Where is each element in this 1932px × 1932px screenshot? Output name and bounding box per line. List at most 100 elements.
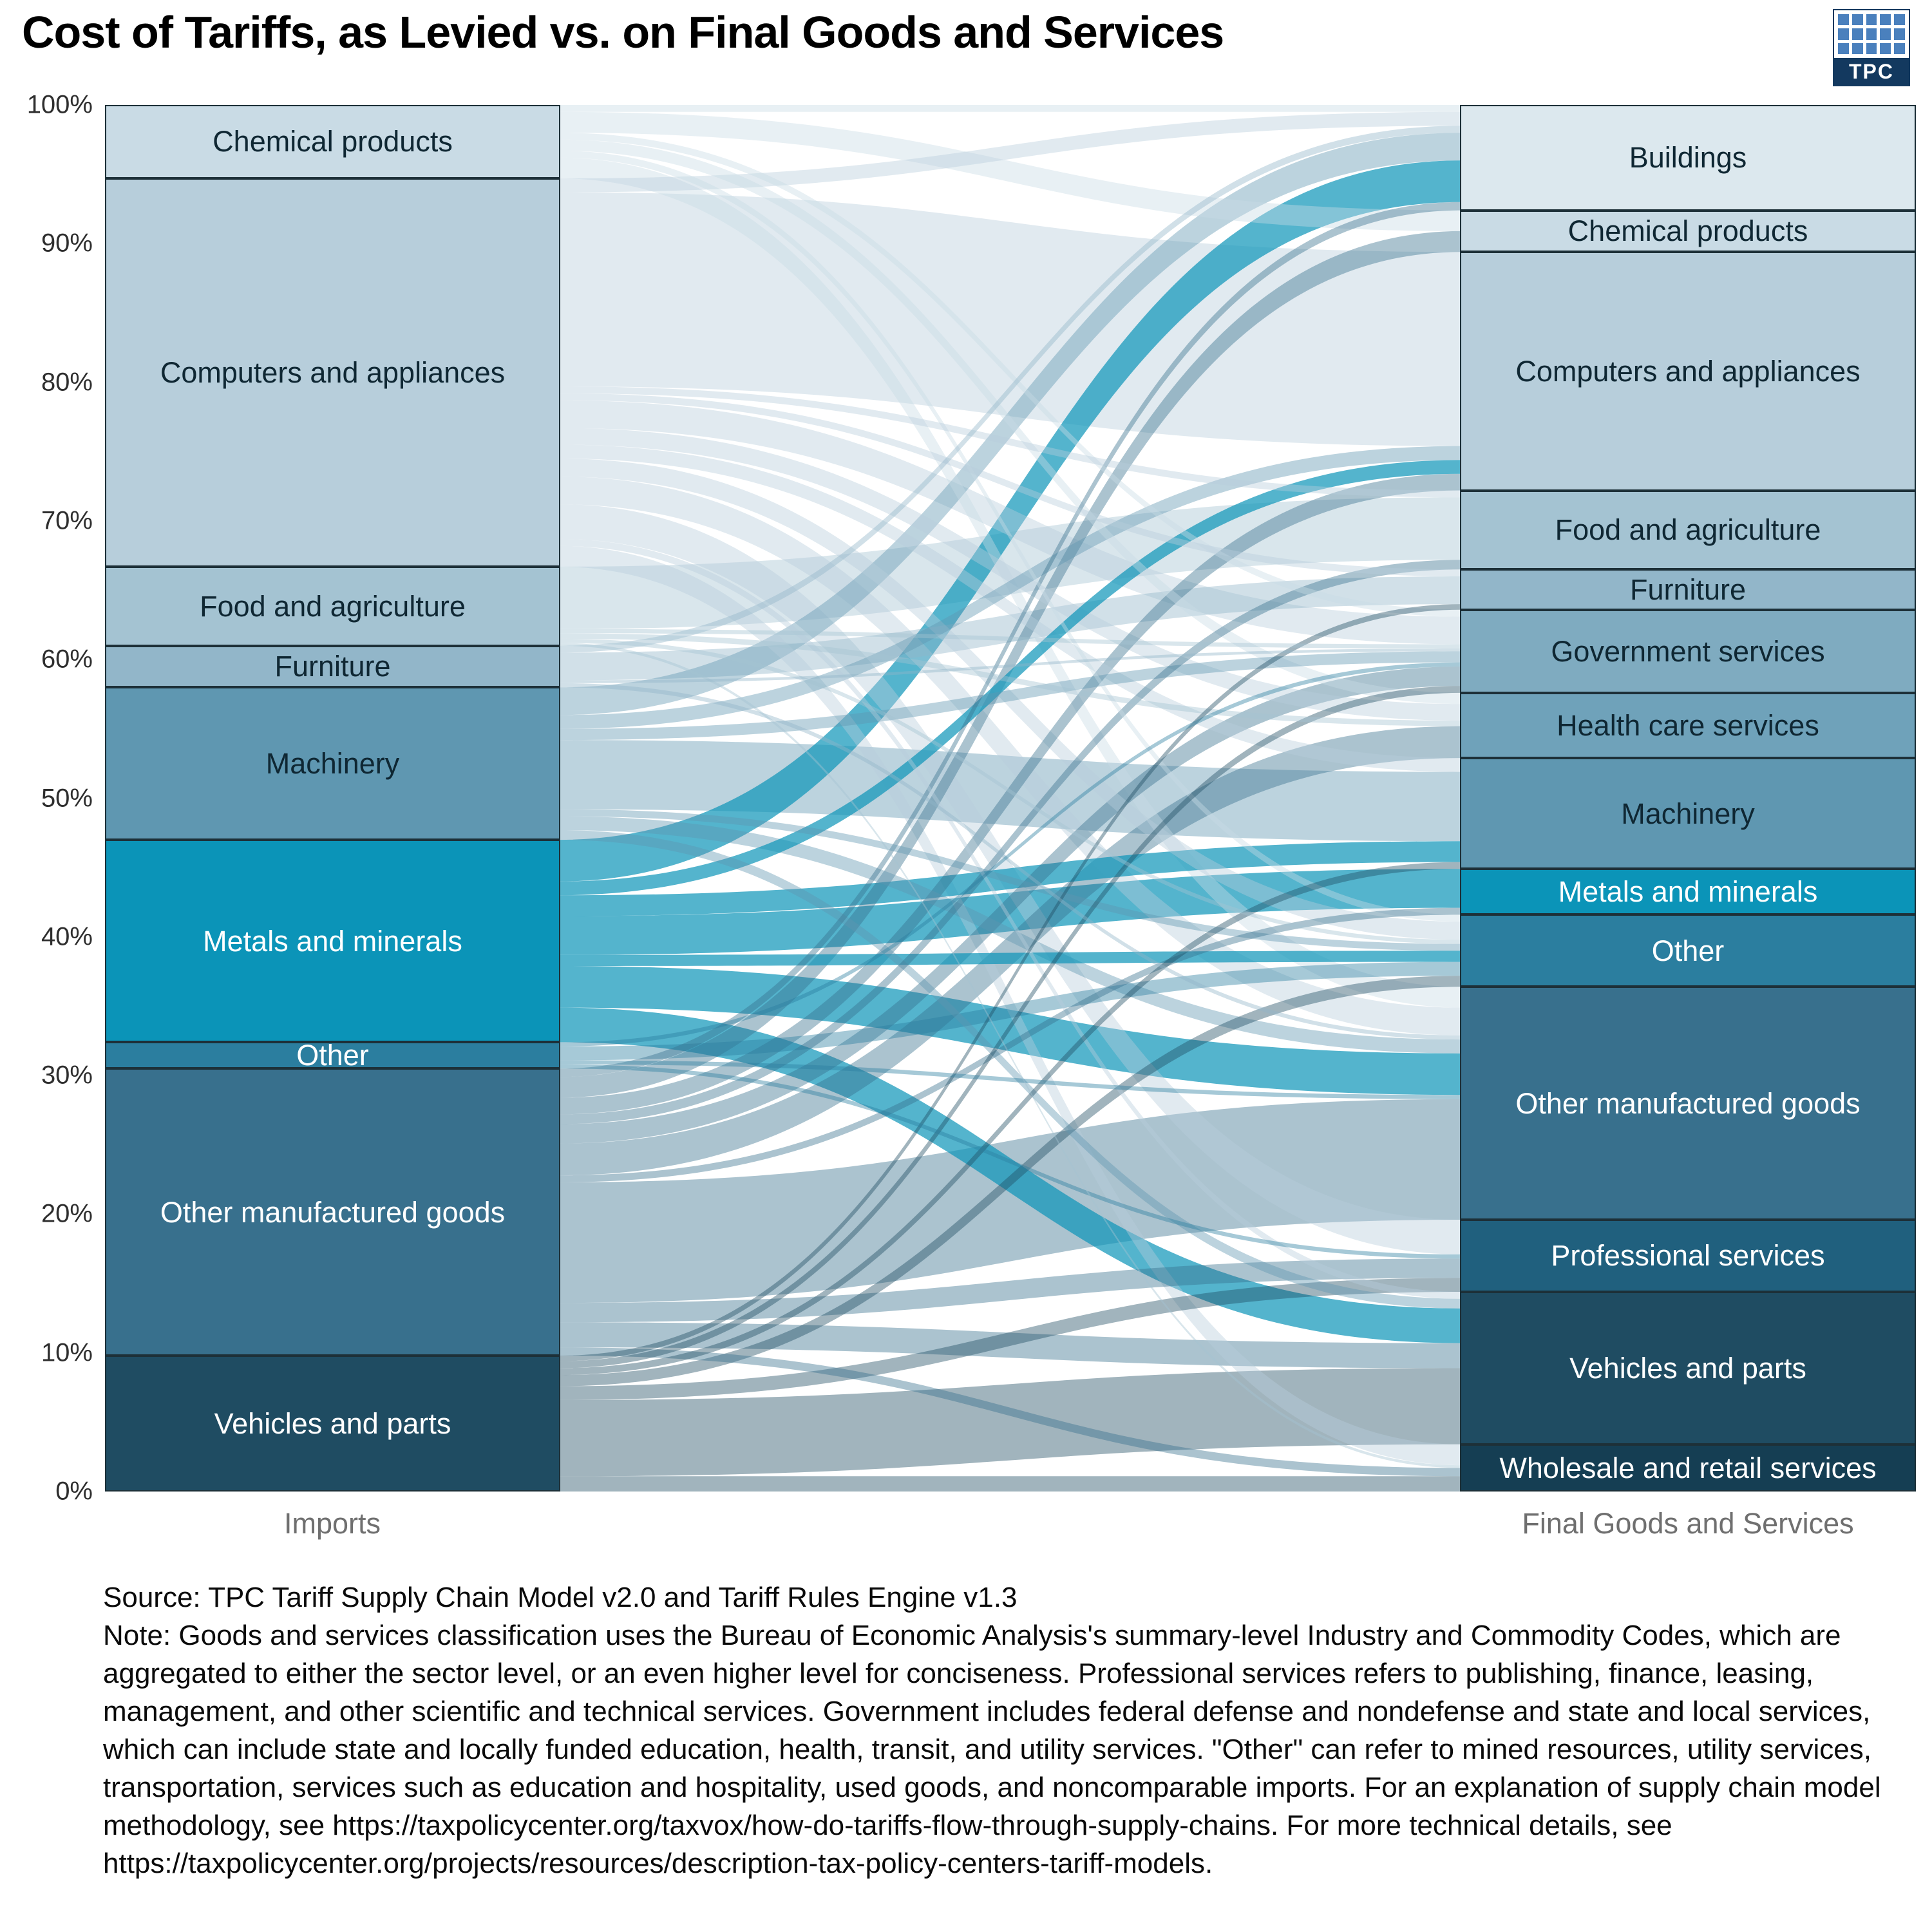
flow-vehicles-and-parts-to-government-services	[559, 686, 1461, 1368]
tpc-logo-grid-cell	[1894, 43, 1905, 54]
tpc-logo-grid-cell	[1852, 14, 1863, 26]
node-other-manufactured-goods: Other manufactured goods	[105, 1068, 560, 1356]
y-tick-100pct: 100%	[26, 90, 93, 119]
node-computers-and-appliances: Computers and appliances	[105, 178, 560, 567]
flow-computers-and-appliances-to-wholesale-and-retail-services	[559, 545, 1461, 1466]
node-chemical-products: Chemical products	[105, 105, 560, 179]
flow-other-manufactured-goods-to-food-and-agriculture	[559, 560, 1461, 1124]
flow-machinery-to-other	[559, 809, 1461, 951]
flow-furniture-to-buildings	[559, 126, 1461, 653]
node-food-and-agriculture: Food and agriculture	[105, 566, 560, 646]
flow-machinery-to-machinery	[559, 740, 1461, 842]
node-metals-and-minerals: Metals and minerals	[105, 840, 560, 1043]
flow-other-to-professional-services	[559, 1064, 1461, 1259]
flow-machinery-to-government-services	[559, 651, 1461, 741]
node-health-care-services: Health care services	[1460, 692, 1916, 759]
flow-food-and-agriculture-to-other	[559, 638, 1461, 944]
tpc-logo-grid-cell	[1880, 14, 1891, 26]
flow-other-manufactured-goods-to-wholesale-and-retail-services	[559, 1347, 1461, 1477]
flow-food-and-agriculture-to-food-and-agriculture	[559, 497, 1461, 629]
flow-other-manufactured-goods-to-metals-and-minerals	[559, 907, 1461, 1182]
node-furniture: Furniture	[105, 645, 560, 688]
flow-other-manufactured-goods-to-buildings	[559, 202, 1461, 1077]
flow-metals-and-minerals-to-machinery	[559, 841, 1461, 916]
tpc-logo-grid-cell	[1866, 14, 1877, 26]
flow-computers-and-appliances-to-other-manufactured-goods	[559, 477, 1461, 1036]
y-tick-80pct: 80%	[41, 368, 93, 397]
flow-other-to-other-manufactured-goods	[559, 1060, 1461, 1099]
flow-chemical-products-to-other-manufactured-goods	[559, 157, 1461, 1008]
node-food-and-agriculture: Food and agriculture	[1460, 490, 1916, 570]
node-other: Other	[1460, 914, 1916, 987]
flow-machinery-to-other-manufactured-goods	[559, 816, 1461, 1054]
flow-metals-and-minerals-to-computers-and-appliances	[559, 460, 1461, 896]
tpc-logo-grid-cell	[1838, 28, 1849, 40]
flow-food-and-agriculture-to-wholesale-and-retail-services	[559, 643, 1461, 1468]
node-furniture: Furniture	[1460, 569, 1916, 610]
flow-vehicles-and-parts-to-furniture	[559, 604, 1461, 1361]
y-tick-50pct: 50%	[41, 784, 93, 812]
flow-computers-and-appliances-to-health-care-services	[559, 428, 1461, 721]
flow-computers-and-appliances-to-food-and-agriculture	[559, 386, 1461, 498]
flow-chemical-products-to-other	[559, 151, 1461, 922]
flow-metals-and-minerals-to-other	[559, 951, 1461, 966]
node-machinery: Machinery	[1460, 758, 1916, 869]
flow-food-and-agriculture-to-government-services	[559, 629, 1461, 649]
flow-other-manufactured-goods-to-other-manufactured-goods	[559, 1099, 1461, 1303]
flow-other-manufactured-goods-to-computers-and-appliances	[559, 473, 1461, 1115]
tpc-logo-text: TPC	[1834, 58, 1909, 85]
footer-notes: Source: TPC Tariff Supply Chain Model v2…	[103, 1579, 1893, 1883]
flow-chemical-products-to-buildings	[559, 105, 1461, 112]
flow-computers-and-appliances-to-buildings	[559, 111, 1461, 193]
node-computers-and-appliances: Computers and appliances	[1460, 252, 1916, 491]
y-tick-10pct: 10%	[41, 1338, 93, 1367]
x-axis-label-imports: Imports	[283, 1507, 381, 1540]
tpc-logo-grid	[1834, 10, 1909, 58]
y-tick-30pct: 30%	[41, 1061, 93, 1090]
node-other: Other	[105, 1040, 560, 1070]
node-buildings: Buildings	[1460, 105, 1916, 211]
flow-vehicles-and-parts-to-professional-services	[559, 1278, 1461, 1400]
tpc-logo: TPC	[1833, 9, 1910, 86]
tpc-logo-grid-cell	[1852, 28, 1863, 40]
tpc-logo-grid-cell	[1894, 14, 1905, 26]
source-text: Source: TPC Tariff Supply Chain Model v2…	[103, 1582, 1018, 1613]
flow-chemical-products-to-chemical-products	[559, 111, 1461, 231]
y-tick-60pct: 60%	[41, 645, 93, 674]
flow-computers-and-appliances-to-machinery	[559, 444, 1461, 772]
node-wholesale-and-retail-services: Wholesale and retail services	[1460, 1444, 1916, 1492]
flow-metals-and-minerals-to-metals-and-minerals	[559, 869, 1461, 955]
flow-vehicles-and-parts-to-vehicles-and-parts	[559, 1368, 1461, 1477]
flow-metals-and-minerals-to-other-manufactured-goods	[559, 966, 1461, 1095]
tpc-logo-grid-cell	[1866, 43, 1877, 54]
flow-chemical-products-to-health-care-services	[559, 139, 1461, 705]
flow-other-manufactured-goods-to-vehicles-and-parts	[559, 1322, 1461, 1368]
y-tick-70pct: 70%	[41, 506, 93, 535]
flow-computers-and-appliances-to-government-services	[559, 400, 1461, 645]
node-other-manufactured-goods: Other manufactured goods	[1460, 987, 1916, 1220]
flow-vehicles-and-parts-to-machinery	[559, 862, 1461, 1376]
flow-other-to-other	[559, 961, 1461, 1061]
tpc-logo-grid-cell	[1838, 14, 1849, 26]
node-metals-and-minerals: Metals and minerals	[1460, 869, 1916, 915]
flow-computers-and-appliances-to-other	[559, 459, 1461, 940]
node-government-services: Government services	[1460, 609, 1916, 693]
tpc-logo-grid-cell	[1880, 43, 1891, 54]
tpc-logo-grid-cell	[1880, 28, 1891, 40]
flow-vehicles-and-parts-to-other	[559, 976, 1461, 1387]
tpc-logo-grid-cell	[1866, 28, 1877, 40]
flow-chemical-products-to-government-services	[559, 133, 1461, 617]
flow-machinery-to-vehicles-and-parts	[559, 830, 1461, 1309]
flow-machinery-to-buildings	[559, 133, 1461, 715]
flow-food-and-agriculture-to-health-care-services	[559, 633, 1461, 726]
node-chemical-products: Chemical products	[1460, 210, 1916, 252]
flow-other-manufactured-goods-to-professional-services	[559, 1258, 1461, 1323]
node-vehicles-and-parts: Vehicles and parts	[105, 1356, 560, 1492]
flow-other-manufactured-goods-to-health-care-services	[559, 726, 1461, 1176]
flow-vehicles-and-parts-to-wholesale-and-retail-services	[559, 1476, 1461, 1492]
tpc-logo-grid-cell	[1894, 28, 1905, 40]
node-vehicles-and-parts: Vehicles and parts	[1460, 1291, 1916, 1444]
flow-furniture-to-furniture	[559, 576, 1461, 681]
